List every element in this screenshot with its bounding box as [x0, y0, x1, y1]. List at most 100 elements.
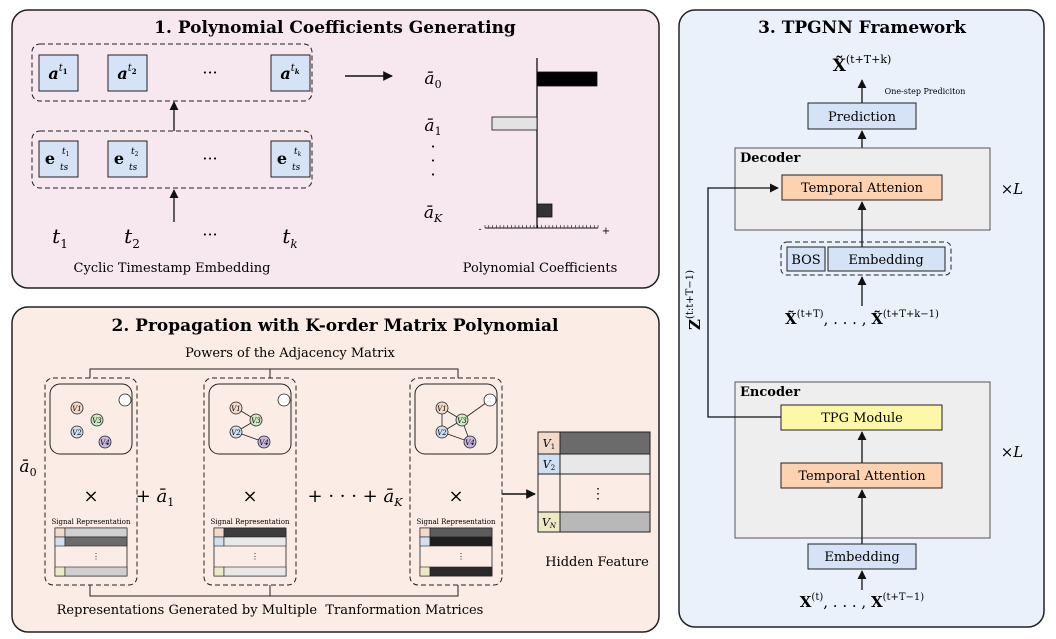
coef-vector-k: atk	[270, 54, 311, 92]
svg-text:tk: tk	[294, 147, 302, 158]
svg-text:V4: V4	[465, 439, 475, 447]
graph-node	[90, 413, 104, 427]
graph-node	[435, 425, 449, 439]
caption-representations: Representations Generated by Multiple Tr…	[57, 603, 484, 618]
panel3-title: 3. TPGNN Framework	[758, 18, 967, 38]
caption-hidden-feature: Hidden Feature	[545, 555, 649, 570]
panel-tpgnn-framework: 3. TPGNN Framework X̃(t+T+k) One-step Pr…	[678, 9, 1045, 628]
graph-node	[455, 413, 469, 427]
coef-vector-1: at1	[38, 54, 79, 92]
times-symbol: ×	[242, 486, 257, 507]
times-symbol: ×	[448, 486, 463, 507]
decoder-times-l: ×L	[1001, 180, 1024, 198]
graph-node	[229, 401, 243, 415]
decoder-temporal-attention-label: Temporal Attenion	[801, 181, 924, 196]
coef-vector-2: at2	[107, 54, 148, 92]
encoder-input-label: X(t), . . . , X(t+T−1)	[800, 592, 925, 611]
signal-representation-label: Signal Representation	[416, 518, 496, 526]
chart-axis-minus: -	[478, 225, 481, 235]
svg-text:e: e	[114, 149, 124, 168]
svg-text:⋮: ⋮	[92, 552, 100, 561]
tpg-module-label: TPG Module	[821, 411, 903, 426]
svg-text:⋮: ⋮	[457, 552, 465, 561]
bos-box	[786, 246, 826, 272]
bos-label: BOS	[791, 253, 820, 268]
signal-representation-label: Signal Representation	[210, 518, 290, 526]
svg-text:V3: V3	[251, 417, 261, 425]
term-ak: + · · · + āK	[308, 486, 404, 509]
svg-text:e: e	[277, 149, 287, 168]
graph-node	[249, 413, 263, 427]
svg-text:·: ·	[430, 137, 435, 156]
graph-node	[70, 425, 84, 439]
svg-text:⋮: ⋮	[591, 486, 605, 502]
svg-text:V2: V2	[231, 429, 241, 437]
caption-cyclic-embedding: Cyclic Timestamp Embedding	[74, 261, 271, 276]
polynomial-coefficients-chart: -+	[478, 58, 610, 237]
panel-polynomial-coefficients: 1. Polynomial Coefficients Generating at…	[11, 9, 660, 289]
svg-text:···: ···	[202, 149, 217, 168]
hidden-feature-matrix: V1 V2 ⋮ VN	[537, 431, 651, 533]
caption-powers-adjacency: Powers of the Adjacency Matrix	[185, 346, 395, 361]
coef-bar-1	[491, 116, 538, 131]
encoder-embedding-box	[807, 543, 917, 570]
graph-node	[277, 393, 291, 407]
decoder-embedding-label: Embedding	[848, 253, 923, 268]
tpg-module-box	[780, 404, 943, 431]
encoder-times-l: ×L	[1001, 443, 1024, 461]
svg-text:·: ·	[430, 151, 435, 170]
graph-node	[98, 435, 112, 449]
svg-text:V1: V1	[231, 405, 241, 413]
svg-text:t2: t2	[131, 147, 139, 158]
svg-text:t1: t1	[62, 147, 69, 158]
graph-node	[483, 393, 497, 407]
svg-text:V3: V3	[92, 417, 102, 425]
panel-propagation: 2. Propagation with K-order Matrix Polyn…	[11, 306, 660, 633]
encoder-embedding-label: Embedding	[824, 550, 899, 565]
embed-vector-2: e t2 ts	[107, 140, 148, 178]
svg-text:V2: V2	[72, 429, 82, 437]
chart-axis-plus: +	[602, 226, 610, 237]
graph-node	[118, 393, 132, 407]
svg-text:V4: V4	[259, 439, 269, 447]
coef-bar-2	[536, 203, 553, 218]
svg-text:ts: ts	[129, 163, 138, 173]
one-step-label: One-step Prediciton	[885, 87, 966, 96]
output-label: X̃(t+T+k)	[833, 53, 892, 76]
svg-text:V1: V1	[437, 405, 447, 413]
graph-node	[70, 401, 84, 415]
svg-text:V1: V1	[72, 405, 82, 413]
term-a1: + ā1	[136, 486, 175, 509]
prediction-label: Prediction	[828, 110, 897, 125]
decoder-label: Decoder	[740, 151, 800, 166]
svg-text:···: ···	[202, 225, 217, 244]
times-symbol: ×	[83, 486, 98, 507]
svg-text:ts: ts	[292, 163, 301, 173]
svg-text:e: e	[45, 149, 55, 168]
graph-node	[463, 435, 477, 449]
prediction-box	[807, 102, 917, 130]
panel2-title: 2. Propagation with K-order Matrix Polyn…	[112, 316, 559, 336]
embed-vector-k: e tk ts	[270, 140, 311, 178]
encoder-label: Encoder	[740, 385, 800, 400]
coef-ellipsis: ···	[202, 63, 217, 82]
encoder-temporal-attention-label: Temporal Attention	[798, 469, 926, 484]
signal-representation-label: Signal Representation	[51, 518, 131, 526]
embed-vector-1: e t1 ts	[38, 140, 79, 178]
panel1-title: 1. Polynomial Coefficients Generating	[154, 18, 516, 38]
graph-node	[435, 401, 449, 415]
decoder-embedding-box	[827, 246, 946, 272]
graph-node	[229, 425, 243, 439]
svg-text:·: ·	[430, 165, 435, 184]
coef-vector-group	[31, 43, 313, 102]
svg-text:⋮: ⋮	[251, 552, 259, 561]
svg-text:V4: V4	[100, 439, 110, 447]
svg-text:V2: V2	[437, 429, 447, 437]
encoder-temporal-attention-box	[780, 462, 943, 489]
graph-node	[257, 435, 271, 449]
